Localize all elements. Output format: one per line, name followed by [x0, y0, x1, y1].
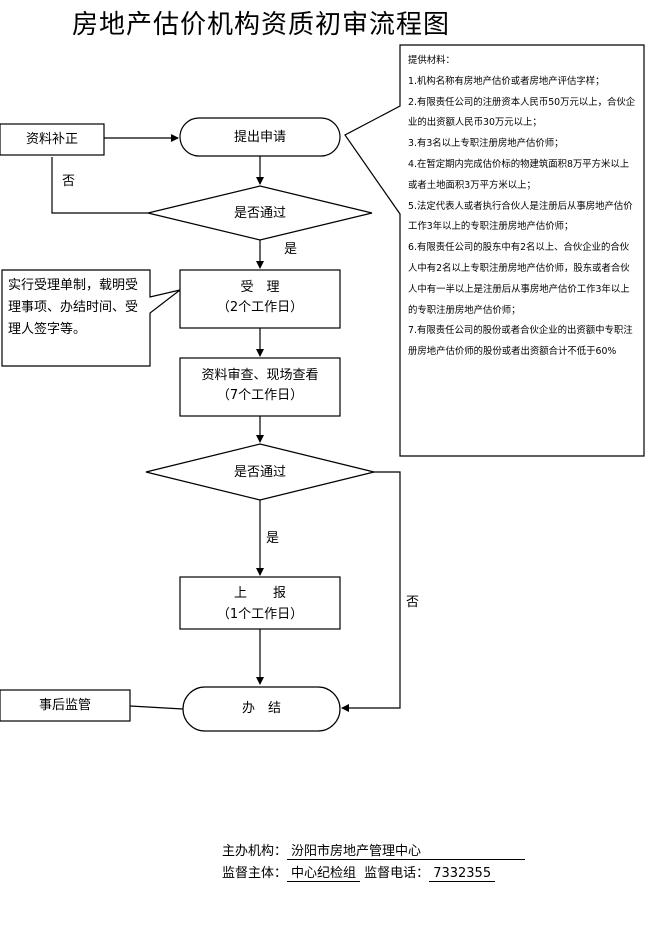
edge-decision2-no: [341, 471, 401, 712]
supervise-node: [0, 689, 131, 722]
footer-host: 主办机构：汾阳市房地产管理中心: [222, 840, 526, 860]
decision2-label: 是否通过: [233, 465, 286, 480]
supervise-label: 事后监管: [38, 698, 91, 713]
footer-phone-value: 7332355: [429, 866, 496, 882]
requirement-item: 3.有3名以上专职注册房地产估价师；: [408, 138, 564, 150]
edge-finish-supervise: [129, 705, 184, 710]
decision1-node: [147, 185, 373, 241]
requirement-item: 7.有限责任公司的股份或者合伙企业的出资额中专职注册房地产估价师的股份或者出资额…: [408, 325, 633, 358]
edge-decision1-no: [51, 157, 148, 214]
report-title: 上 报: [233, 586, 286, 601]
footer-host-label: 主办机构：: [222, 844, 288, 859]
footer-sup-value: 中心纪检组: [287, 862, 361, 882]
requirements-panel: 提供材料： 1.机构名称有房地产估价或者房地产评估字样； 2.有限责任公司的注册…: [400, 45, 644, 455]
requirement-item: 5.法定代表人或者执行合伙人是注册后从事房地产估价工作3年以上的专职注册房地产估…: [408, 200, 633, 233]
review-days: （7个工作日）: [216, 388, 304, 403]
requirement-item: 1.机构名称有房地产估价或者房地产评估字样；: [408, 75, 605, 87]
requirement-item: 2.有限责任公司的注册资本人民币50万元以上，合伙企业的出资额人民币30万元以上…: [408, 96, 636, 129]
decision1-label: 是否通过: [233, 206, 286, 221]
footer-phone-label: 监督电话：: [364, 866, 430, 881]
report-days: （1个工作日）: [216, 607, 304, 622]
decision2-yes-label: 是: [266, 531, 280, 546]
accept-note-callout: [1, 269, 181, 367]
decision1-no-label: 否: [62, 174, 76, 189]
footer-sup-label: 监督主体：: [222, 866, 288, 881]
review-title: 资料审查、现场查看: [201, 368, 319, 383]
finish-label: 办 结: [241, 701, 281, 716]
submit-label: 提出申请: [233, 130, 286, 145]
accept-note: 实行受理单制，载明受理事项、办结时间、受理人签字等。: [8, 278, 139, 337]
requirements-heading: 提供材料：: [408, 55, 455, 66]
supplement-label: 资料补正: [25, 132, 78, 147]
decision2-no-label: 否: [406, 595, 420, 610]
requirement-item: 6.有限责任公司的股东中有2名以上、合伙企业的合伙人中有2名以上专职注册房地产估…: [408, 242, 630, 316]
accept-node: [179, 269, 341, 329]
supplement-node: [0, 123, 105, 156]
requirement-item: 4.在暂定期内完成估价标的物建筑面积8万平方米以上或者土地面积3万平方米以上；: [408, 158, 630, 191]
footer-supervisor: 监督主体：中心纪检组 监督电话：7332355: [222, 862, 496, 882]
footer-host-value: 汾阳市房地产管理中心: [287, 840, 526, 860]
requirements-callout: [344, 44, 645, 457]
accept-title: 受 理: [240, 280, 280, 295]
page-title: 房地产估价机构资质初审流程图: [72, 10, 451, 40]
decision1-yes-label: 是: [284, 242, 298, 257]
accept-days: （2个工作日）: [216, 300, 304, 315]
